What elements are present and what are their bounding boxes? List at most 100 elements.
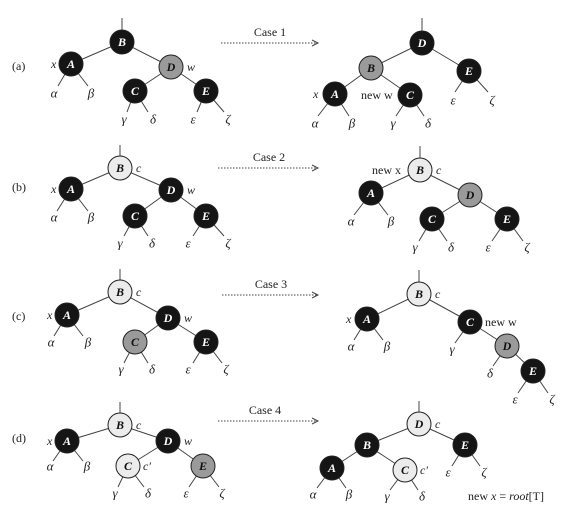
node-label: B (115, 161, 124, 175)
subtree-beta: β (348, 116, 356, 131)
subtree-gamma: γ (384, 489, 390, 504)
row-label: (c) (12, 309, 25, 323)
row-a: (a) B A x D w C E α β (12, 18, 495, 131)
node-B (358, 55, 384, 81)
node-B (109, 29, 135, 55)
subtree-beta: β (83, 459, 91, 474)
node-label: A (362, 312, 371, 326)
node-label: D (502, 339, 512, 353)
new-x-root-note: new x = root[T] (468, 489, 544, 503)
row-label: (d) (12, 431, 26, 445)
subtree-delta: δ (448, 240, 455, 255)
subtree-gamma: γ (449, 342, 455, 357)
node-label: E (198, 459, 207, 473)
subtree-gamma: γ (118, 362, 124, 377)
node-annotation: w (187, 183, 195, 197)
node-label: C (131, 84, 140, 98)
node-D (158, 54, 184, 80)
node-annotation: c (136, 418, 142, 432)
right-tree: D c B E A C c′ α β γ δ ε ζ (310, 401, 487, 504)
node-D (155, 305, 181, 331)
node-label: B (115, 285, 124, 299)
node-annotation: new w (485, 315, 517, 329)
node-B (107, 412, 133, 438)
node-label: A (66, 182, 75, 196)
subtree-delta: δ (145, 486, 152, 501)
node-A (58, 176, 84, 202)
node-label: E (460, 438, 469, 452)
node-label: C (131, 335, 140, 349)
subtree-gamma: γ (121, 112, 127, 127)
node-label: D (166, 183, 176, 197)
subtree-epsilon: ε (450, 93, 456, 108)
subtree-delta: δ (419, 489, 426, 504)
node-annotation: w (187, 60, 195, 74)
node-A (358, 180, 384, 206)
node-label: B (414, 287, 423, 301)
node-annotation: x (50, 182, 57, 196)
node-label: C (131, 209, 140, 223)
subtree-delta: δ (150, 112, 157, 127)
subtree-delta: δ (149, 236, 156, 251)
left-tree: B c A x D w C E α β γ δ ε ζ (46, 269, 229, 377)
node-A (54, 302, 80, 328)
node-E (494, 206, 520, 232)
node-label: E (464, 64, 473, 78)
node-E (193, 203, 219, 229)
node-label: A (66, 57, 75, 71)
node-A (54, 428, 80, 454)
row-b: (b) B c A x D w C E α (12, 145, 530, 255)
node-D (409, 30, 435, 56)
node-D (158, 177, 184, 203)
subtree-delta: δ (149, 362, 156, 377)
subtree-zeta: ζ (225, 112, 231, 127)
right-tree: B c new x A D C E α β γ δ ε ζ (348, 146, 530, 255)
subtree-epsilon: ε (445, 465, 451, 480)
node-E (452, 432, 478, 458)
subtree-beta: β (387, 214, 395, 229)
case-transition: Case 2 (218, 150, 320, 172)
subtree-alpha: α (312, 116, 320, 131)
node-label: D (465, 188, 475, 202)
node-label: C (406, 88, 415, 102)
node-annotation: c (435, 287, 441, 301)
node-annotation: w (184, 434, 192, 448)
node-E (190, 453, 216, 479)
node-C (115, 453, 141, 479)
subtree-delta: δ (425, 116, 432, 131)
subtree-epsilon: ε (190, 112, 196, 127)
node-annotation: x (312, 87, 319, 101)
node-label: C (124, 459, 133, 473)
node-D (494, 333, 520, 359)
row-c: (c) B c A x D w C E α (12, 269, 555, 407)
node-E (520, 358, 546, 384)
node-label: D (163, 311, 173, 325)
right-tree: B c A x C new w D E α β γ δ ε ζ (345, 270, 555, 407)
subtree-gamma: γ (390, 116, 396, 131)
node-label: E (201, 335, 210, 349)
subtree-alpha: α (48, 335, 56, 350)
node-label: E (502, 212, 511, 226)
node-annotation: c (436, 163, 442, 177)
subtree-alpha: α (348, 214, 356, 229)
node-C (122, 78, 148, 104)
subtree-zeta: ζ (489, 93, 495, 108)
node-E (193, 329, 219, 355)
node-label: B (366, 61, 375, 75)
node-D (457, 182, 483, 208)
left-tree: B A x D w C E α β γ δ ε ζ (50, 18, 231, 127)
node-annotation: c (435, 417, 441, 431)
node-annotation: x (46, 308, 53, 322)
node-E (456, 58, 482, 84)
case-transition: Case 1 (221, 25, 320, 47)
subtree-epsilon: ε (185, 362, 191, 377)
subtree-epsilon: ε (183, 486, 189, 501)
subtree-delta: δ (487, 366, 494, 381)
node-label: D (163, 434, 173, 448)
node-label: D (417, 36, 427, 50)
node-C (122, 329, 148, 355)
node-A (319, 455, 345, 481)
node-C (397, 82, 423, 108)
left-tree: B c A x D w C c′ E α β γ δ ε ζ (46, 402, 225, 501)
